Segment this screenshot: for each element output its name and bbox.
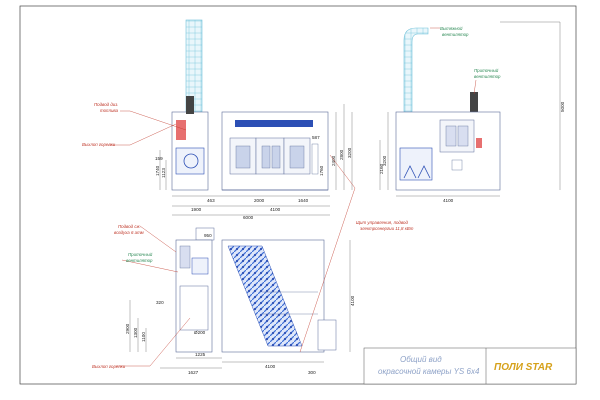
title-line-1: Общий вид bbox=[400, 355, 442, 364]
svg-text:вентилятор: вентилятор bbox=[474, 74, 501, 79]
front-view bbox=[159, 19, 353, 216]
svg-text:электроэнергии 11,8 кВт: электроэнергии 11,8 кВт bbox=[360, 226, 414, 231]
dim-front-2000: 2000 bbox=[254, 198, 265, 203]
dim-side-2160: 2160 bbox=[379, 163, 384, 174]
dim-front-2800: 2800 bbox=[339, 149, 344, 160]
note-supply-fan: Приточный bbox=[128, 252, 153, 257]
dim-plan-1225: 1225 bbox=[195, 352, 206, 357]
company-logo: ПОЛИ STAR bbox=[494, 362, 553, 373]
dim-plan-200: Ø200 bbox=[194, 330, 206, 335]
side-view bbox=[379, 21, 561, 197]
dim-front-1640: 1640 bbox=[298, 198, 309, 203]
dim-plan-1627: 1627 bbox=[188, 370, 199, 375]
dim-front-1760: 1760 bbox=[319, 165, 324, 176]
dim-side-4100: 4100 bbox=[443, 198, 454, 203]
dim-side-3200: 3200 bbox=[382, 155, 387, 166]
note-exhaust-fan-top: Вытяжной bbox=[440, 26, 463, 31]
dim-plan-320: 320 bbox=[156, 300, 164, 305]
svg-text:воздуха 6 атм: воздуха 6 атм bbox=[114, 230, 144, 235]
note-exhaust-left: Выхлоп горелки bbox=[82, 142, 116, 147]
dim-plan-950: 950 bbox=[204, 233, 212, 238]
svg-text:топлива: топлива bbox=[100, 108, 119, 113]
dim-front-6000: 6000 bbox=[243, 215, 254, 220]
plan-view bbox=[129, 227, 351, 369]
note-fuel-supply: Подвод диз. bbox=[94, 102, 118, 107]
dim-front-4100: 4100 bbox=[270, 207, 281, 212]
note-supply-fan-top: Приточный bbox=[474, 68, 499, 73]
dim-plan-h4100: 4100 bbox=[350, 295, 355, 306]
svg-text:вентилятор: вентилятор bbox=[126, 258, 153, 263]
title-block bbox=[363, 347, 577, 385]
dim-plan-300: 300 bbox=[308, 370, 316, 375]
dim-front-1123: 1123 bbox=[161, 168, 166, 178]
dim-front-2400: 2400 bbox=[331, 155, 336, 166]
svg-text:вентилятор: вентилятор bbox=[442, 32, 469, 37]
annotations: Подвод диз. топлива Выхлоп горелки Подво… bbox=[82, 26, 501, 369]
dim-front-463: 463 bbox=[207, 198, 215, 203]
title-line-2: окрасочной камеры YS 6x4 bbox=[378, 367, 480, 376]
dim-plan-4100: 4100 bbox=[265, 364, 276, 369]
side-exhaust-duct bbox=[403, 27, 429, 113]
dim-front-159: 159 bbox=[155, 156, 163, 161]
dim-plan-2900: 2900 bbox=[125, 323, 130, 334]
sheet-frame bbox=[19, 5, 577, 385]
dim-front-587: 587 bbox=[312, 135, 320, 140]
note-exhaust-bottom: Выхлоп горелки bbox=[92, 364, 126, 369]
dim-plan-1100: 1100 bbox=[141, 332, 146, 342]
note-control-panel: Щит управления, подвод bbox=[356, 220, 408, 225]
dim-front-1740: 1740 bbox=[155, 165, 160, 176]
dim-side-5000: 5000 bbox=[560, 101, 565, 112]
note-air-supply: Подвод сж. bbox=[118, 224, 141, 229]
dim-front-3200: 3200 bbox=[347, 147, 352, 158]
dim-plan-1300: 1300 bbox=[133, 327, 138, 338]
leader-lines bbox=[108, 27, 477, 367]
dim-front-1900: 1900 bbox=[191, 207, 202, 212]
